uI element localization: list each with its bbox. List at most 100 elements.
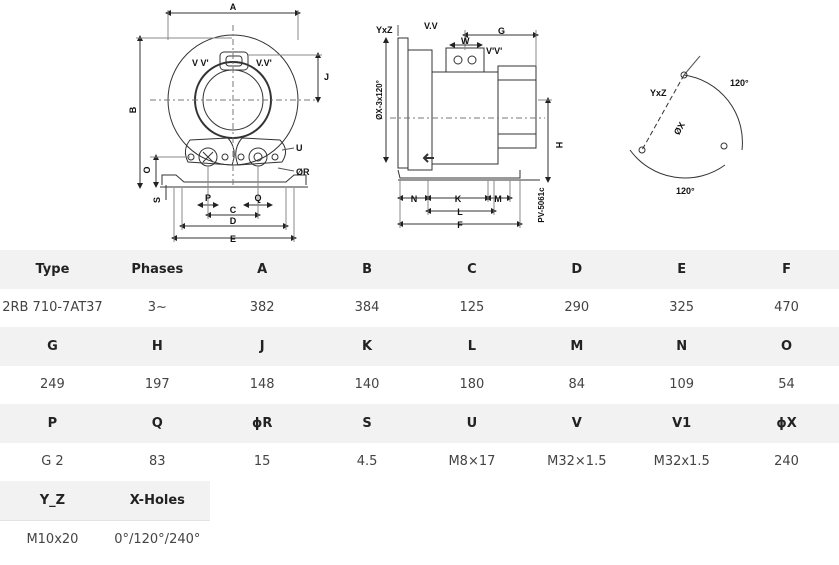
value-row-3: G 2 83 15 4.5 M8×17 M32×1.5 M32x1.5 240 <box>0 442 839 481</box>
label-x-side: ØX-3x120° <box>375 80 384 120</box>
header-cell: Y_Z <box>39 492 66 508</box>
header-cell: C <box>467 261 477 277</box>
header-row-1: Type Phases A B C D E F <box>0 250 839 289</box>
header-cell: A <box>257 261 268 277</box>
value-cell: G 2 <box>41 454 64 470</box>
bolt-hole-mid-left <box>221 153 229 161</box>
value-cell: 0°/120°/240° <box>114 532 201 548</box>
label-yxz-flange: YxZ <box>650 88 667 98</box>
flange-hole-1 <box>680 71 688 79</box>
value-cell: 249 <box>40 377 65 393</box>
flange-plate <box>397 37 409 169</box>
label-angle-2: 120° <box>676 186 695 196</box>
value-cell: M8×17 <box>448 454 496 470</box>
value-cell: M32x1.5 <box>653 454 710 470</box>
housing-body <box>407 49 433 171</box>
header-cell: V1 <box>672 415 692 431</box>
value-row-4: M10x20 0°/120°/240° <box>0 520 210 559</box>
flange-hole-2 <box>638 146 646 154</box>
technical-drawing: A B J O S P Q C D E U ØR V V' V.V' <box>0 0 839 250</box>
header-cell: Q <box>151 415 163 431</box>
label-o: O <box>142 166 152 173</box>
header-cell: E <box>677 261 687 277</box>
value-cell: 290 <box>564 300 590 316</box>
flange-arc-lower <box>629 149 726 179</box>
header-cell: K <box>362 338 373 354</box>
base-feet <box>161 174 307 185</box>
outlet-port-outline <box>235 137 286 166</box>
label-angle-1: 120° <box>730 78 749 88</box>
drawing-svg: A B J O S P Q C D E U ØR V V' V.V' <box>128 2 749 244</box>
label-vv2: V'V' <box>486 46 502 56</box>
label-l: L <box>457 207 463 217</box>
flange-view <box>629 55 743 179</box>
header-cell: M <box>570 338 584 354</box>
value-cell: 240 <box>774 454 799 470</box>
top-port <box>219 51 249 71</box>
top-port-inner <box>225 55 243 67</box>
value-cell: 83 <box>149 454 166 470</box>
value-cell: 109 <box>669 377 695 393</box>
flange-hole-3 <box>720 142 728 150</box>
header-cell: S <box>362 415 372 431</box>
side-view-labels: YxZ V.V W G V'V' ØX-3x120° H N K M L F P… <box>375 21 564 230</box>
front-view-labels: A B J O S P Q C D E U ØR V V' V.V' <box>128 2 329 244</box>
terminal-gland-2 <box>467 55 477 65</box>
flange-leader <box>683 55 701 76</box>
bolt-hole-right <box>271 153 279 161</box>
inlet-cross <box>202 151 214 163</box>
header-cell: P <box>47 415 58 431</box>
side-view <box>383 25 552 228</box>
header-row-2: G H J K L M N O <box>0 327 839 366</box>
leader-u <box>281 147 295 151</box>
header-cell: X-Holes <box>129 492 185 508</box>
header-cell: U <box>466 415 478 431</box>
value-cell: 470 <box>774 300 799 316</box>
value-cell: 2RB 710-7AT37 <box>2 300 103 316</box>
value-cell: 54 <box>778 377 795 393</box>
terminal-gland-1 <box>453 55 463 65</box>
inlet-port-outline <box>184 137 235 166</box>
value-cell: 15 <box>253 454 271 470</box>
value-cell: M32×1.5 <box>547 454 607 470</box>
label-q: Q <box>254 193 261 203</box>
label-a: A <box>230 2 237 12</box>
outlet-port-core <box>253 152 263 162</box>
side-base <box>397 169 521 179</box>
terminal-box <box>445 47 485 73</box>
header-cell: V <box>571 415 582 431</box>
value-cell: 382 <box>249 300 275 316</box>
flow-direction-arrow <box>422 153 434 163</box>
label-k: K <box>455 194 462 204</box>
label-h: H <box>554 142 564 149</box>
label-s: S <box>152 197 162 203</box>
label-b: B <box>128 106 138 113</box>
label-u: U <box>296 143 303 153</box>
value-cell: 125 <box>459 300 485 316</box>
flange-diameter-line <box>641 74 685 151</box>
value-row-1: 2RB 710-7AT37 3~ 382 384 125 290 325 470 <box>0 288 839 327</box>
motor-fan-cover <box>497 65 537 149</box>
header-cell: ϕR <box>252 415 273 431</box>
label-m: M <box>494 194 502 204</box>
value-cell: 148 <box>249 377 275 393</box>
leader-r <box>277 167 295 172</box>
header-cell: ϕX <box>776 415 797 431</box>
label-v: V V' <box>192 58 209 68</box>
label-c: C <box>230 205 237 215</box>
label-g: G <box>498 26 505 36</box>
label-d: D <box>230 216 237 226</box>
header-cell: G <box>47 338 58 354</box>
header-cell: B <box>362 261 373 277</box>
header-row-4: Y_Z X-Holes <box>0 481 210 521</box>
header-cell: F <box>782 261 791 277</box>
header-cell: N <box>676 338 688 354</box>
label-r: ØR <box>296 167 310 177</box>
label-n: N <box>411 194 418 204</box>
label-yxz-side: YxZ <box>376 25 393 35</box>
value-cell: 3~ <box>147 300 167 316</box>
flange-view-labels: YxZ ØX 120° 120° <box>650 78 749 196</box>
label-vv: V.V' <box>256 58 272 68</box>
header-cell: L <box>467 338 477 354</box>
label-f: F <box>457 220 463 230</box>
